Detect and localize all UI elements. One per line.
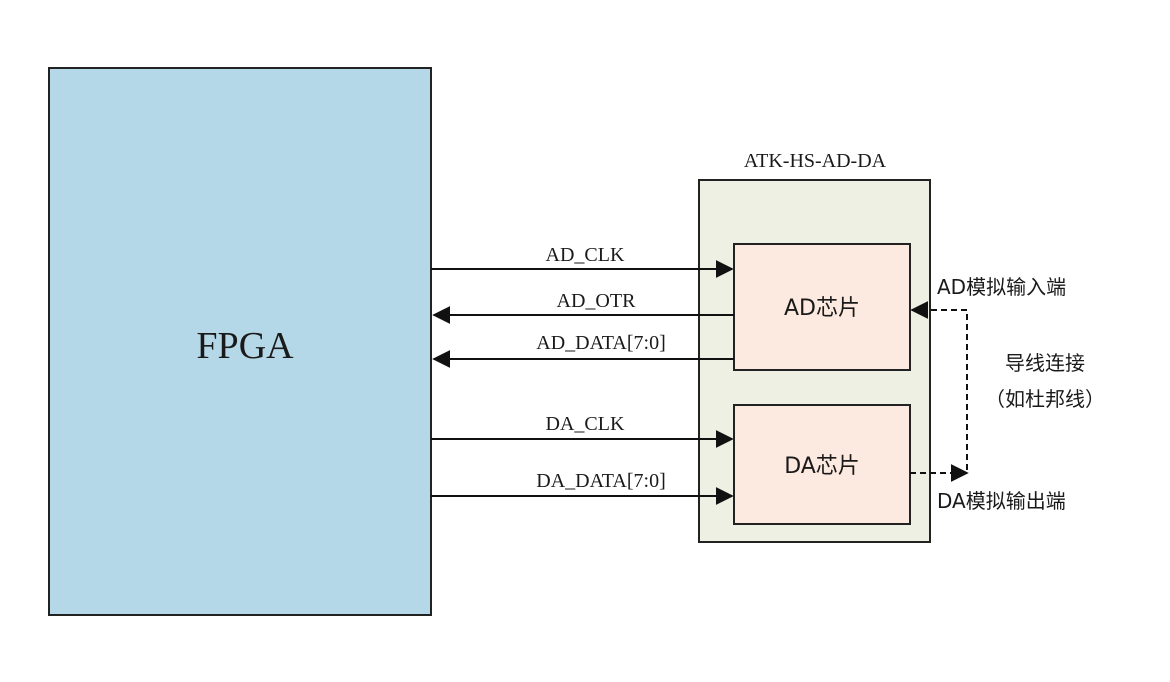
wire-label-line1: 导线连接 [1005, 351, 1085, 375]
da-output-label: DA模拟输出端 [937, 489, 1066, 513]
da-clk-label: DA_CLK [546, 413, 625, 435]
ad-chip-block [733, 243, 911, 371]
fpga-label: FPGA [196, 325, 294, 367]
ad-input-label: AD模拟输入端 [937, 275, 1066, 299]
ad-clk-label: AD_CLK [546, 244, 625, 266]
da-data-label: DA_DATA[7:0] [536, 470, 666, 492]
ad-chip-label: AD芯片 [784, 296, 860, 321]
fpga-block [48, 67, 432, 616]
wire-label-line2: （如杜邦线） [985, 387, 1105, 411]
da-chip-label: DA芯片 [784, 454, 860, 479]
da-chip-block [733, 404, 911, 525]
ad-data-label: AD_DATA[7:0] [536, 332, 666, 354]
ad-otr-label: AD_OTR [557, 290, 637, 312]
module-title: ATK-HS-AD-DA [744, 150, 887, 172]
